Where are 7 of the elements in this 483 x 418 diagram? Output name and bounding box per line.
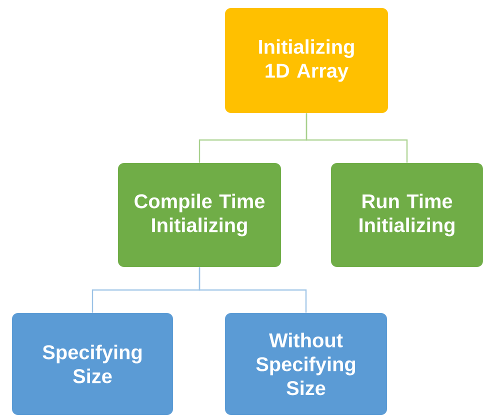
connector-line: [306, 113, 408, 163]
connector-line: [198, 267, 307, 313]
process-box: Without Specifying Size: [225, 313, 387, 415]
process-box: Initializing 1D Array: [225, 8, 388, 113]
process-box: Specifying Size: [12, 313, 173, 415]
process-box: Run Time Initializing: [331, 163, 483, 267]
process-box: Compile Time Initializing: [118, 163, 281, 267]
